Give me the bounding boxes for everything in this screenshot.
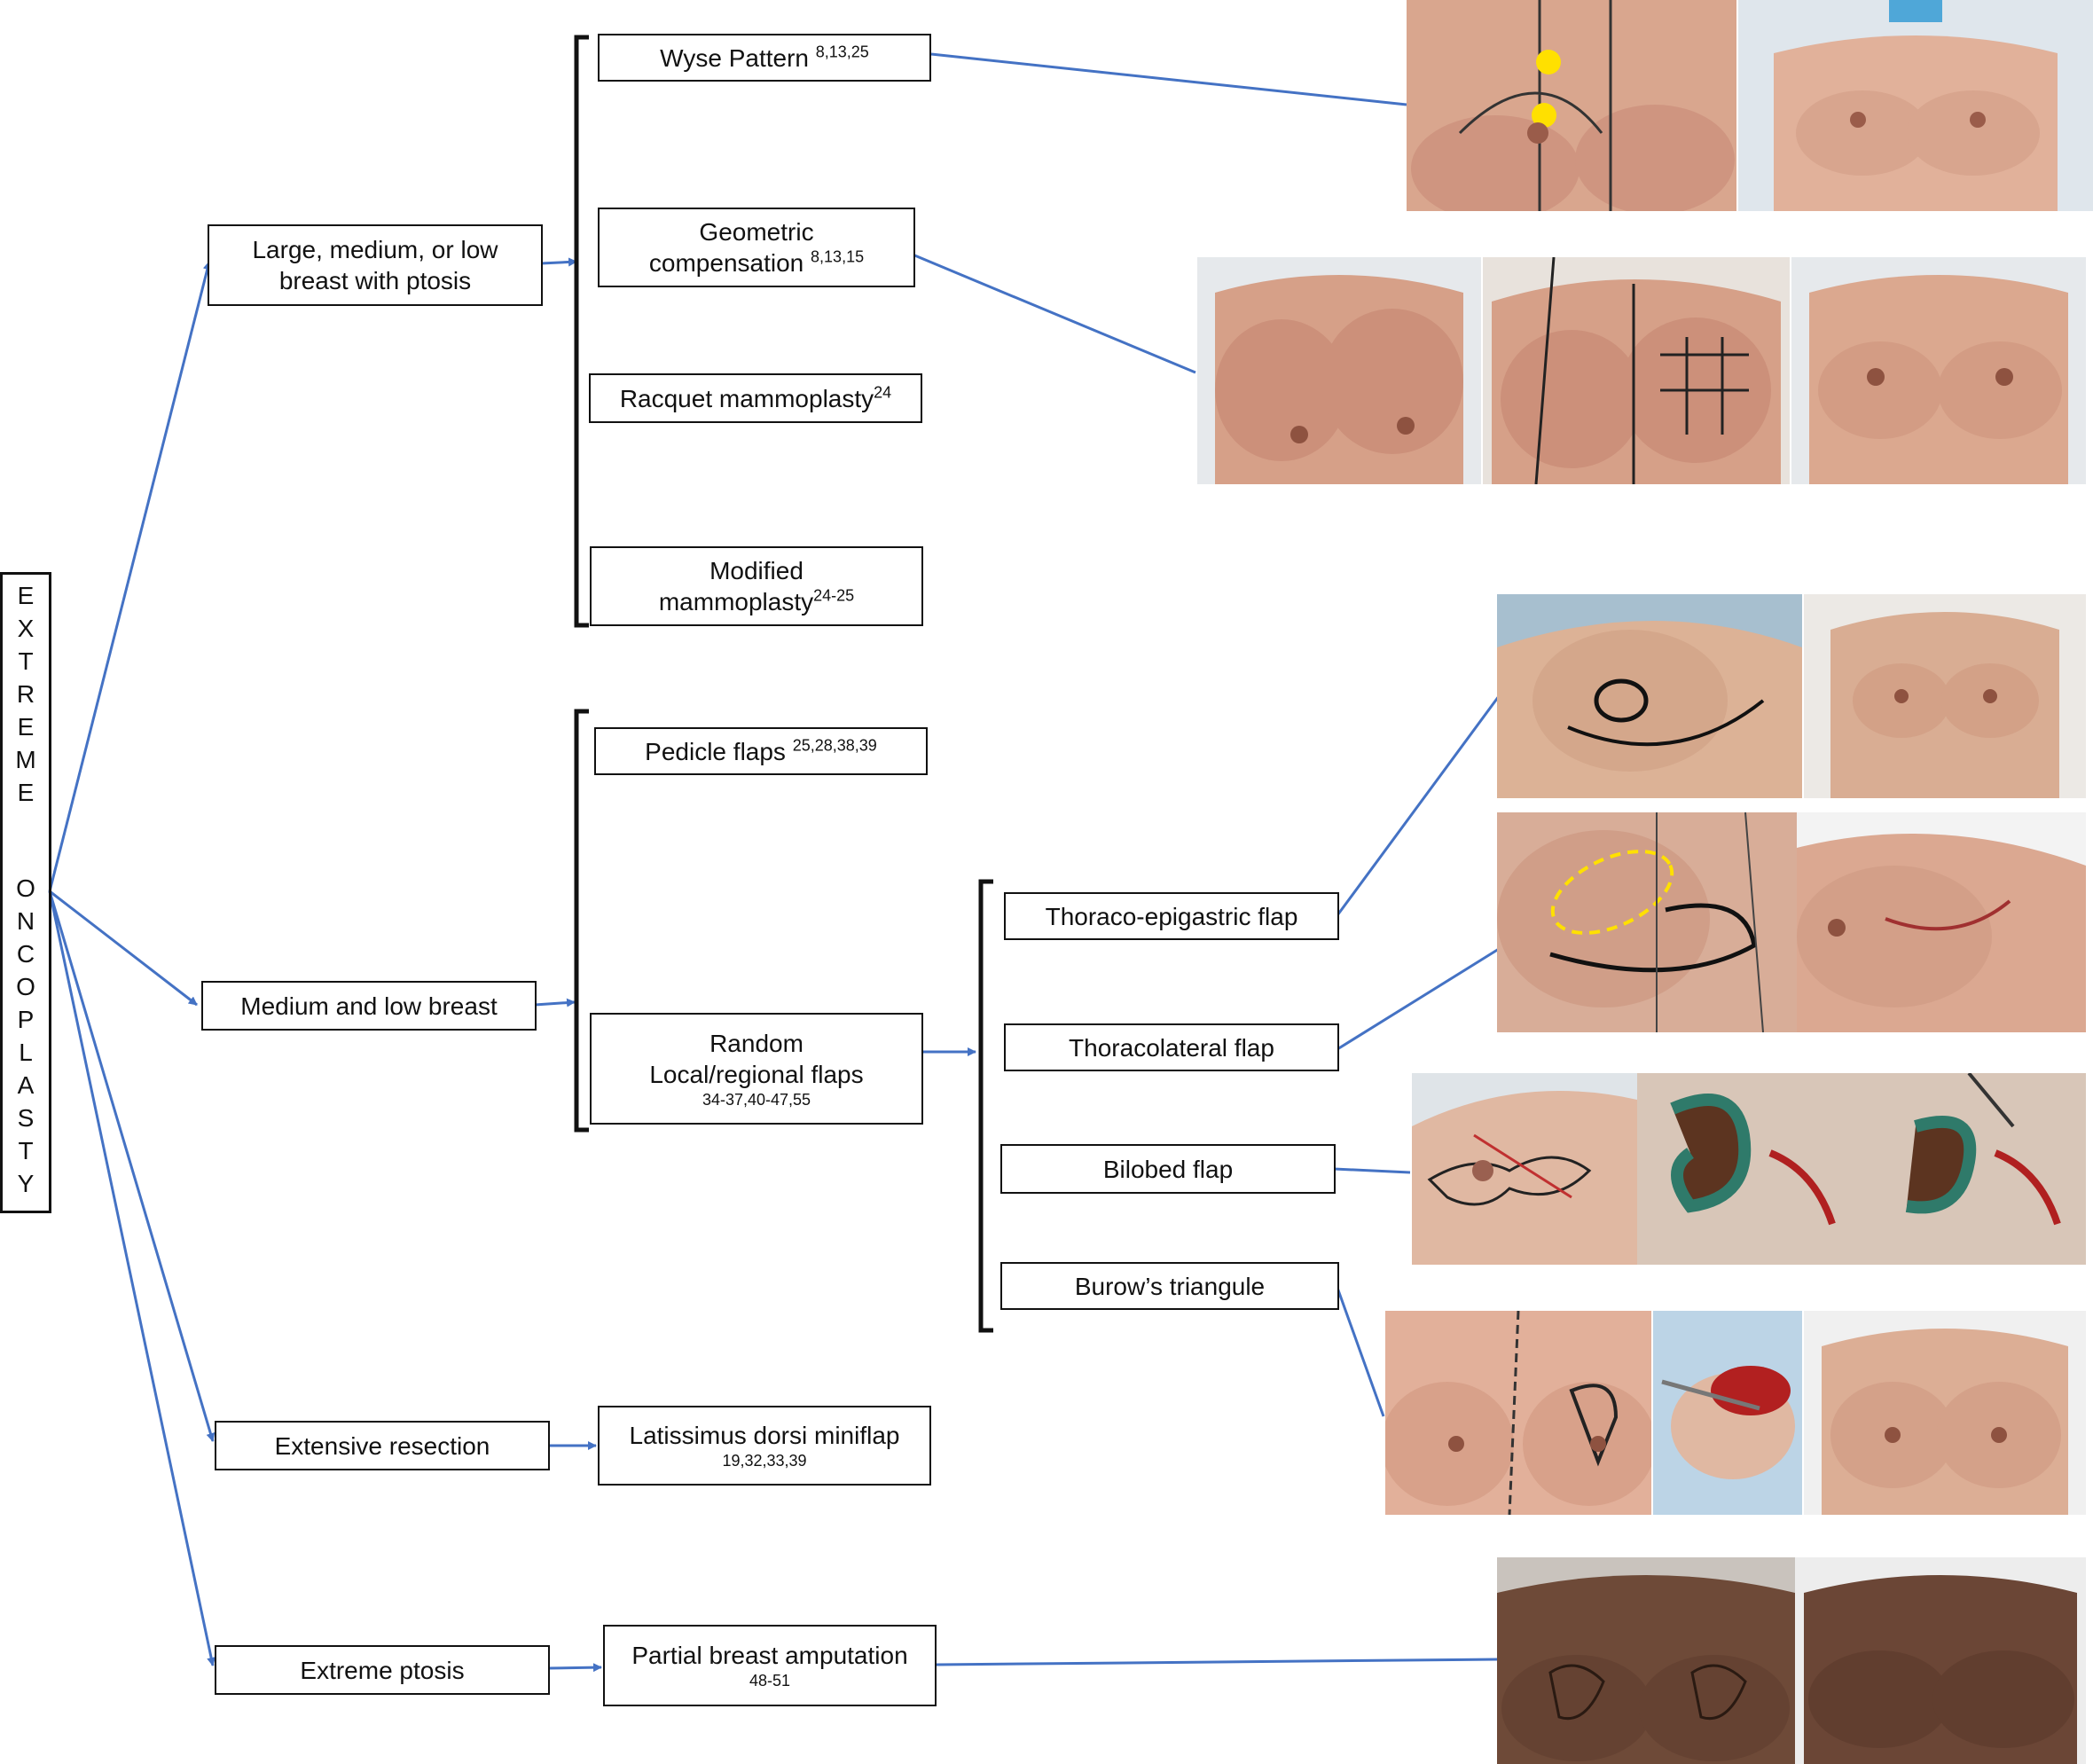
flap-label: Thoraco-epigastric flap xyxy=(1045,902,1298,930)
photo-geometric-preop xyxy=(1197,257,1481,484)
technique-refs: 24 xyxy=(874,383,892,402)
technique-geometric-compensation: Geometric compensation 8,13,15 xyxy=(598,208,915,287)
technique-label-line1: Geometric xyxy=(699,218,814,246)
technique-partial-breast-amputation: Partial breast amputation 48-51 xyxy=(603,1625,937,1706)
technique-label-line2: Local/regional flaps xyxy=(649,1060,864,1088)
technique-label: Partial breast amputation xyxy=(631,1642,908,1670)
root-letter: T xyxy=(18,647,34,675)
category-label-line2: breast with ptosis xyxy=(278,267,472,294)
photo-thoraco-epigastric-postop xyxy=(1804,594,2086,798)
photo-burow-postop xyxy=(1804,1311,2086,1515)
root-letter: L xyxy=(19,1039,33,1066)
root-letter: E xyxy=(17,713,35,741)
technique-label-line2: mammoplasty xyxy=(658,588,814,615)
photo-wyse-preop xyxy=(1407,0,1736,211)
technique-refs: 8,13,15 xyxy=(811,247,865,266)
photo-amputation-marking xyxy=(1497,1557,1795,1764)
technique-label-line1: Random xyxy=(709,1029,803,1057)
technique-pedicle-flaps: Pedicle flaps 25,28,38,39 xyxy=(594,727,928,775)
photo-burow-intraop xyxy=(1653,1311,1802,1515)
technique-label: Racquet mammoplasty xyxy=(619,384,874,412)
flap-thoraco-epigastric: Thoraco-epigastric flap xyxy=(1004,892,1339,940)
photo-wyse-postop xyxy=(1738,0,2093,211)
category-label-line1: Large, medium, or low xyxy=(252,236,498,263)
photo-geometric-postop xyxy=(1791,257,2086,484)
root-letter: O xyxy=(16,874,35,902)
root-letter: R xyxy=(16,680,35,708)
technique-refs: 19,32,33,39 xyxy=(722,1452,807,1470)
flap-bilobed: Bilobed flap xyxy=(1000,1144,1336,1194)
technique-refs: 25,28,38,39 xyxy=(792,736,877,755)
root-letter: M xyxy=(15,746,36,773)
root-extreme-oncoplasty: E X T R E M E O N C O P L A S T Y xyxy=(0,572,51,1213)
category-extensive-resection: Extensive resection xyxy=(215,1421,550,1470)
technique-label: Latissimus dorsi miniflap xyxy=(629,1422,900,1450)
technique-refs: 34-37,40-47,55 xyxy=(702,1090,811,1109)
technique-racquet-mammoplasty: Racquet mammoplasty24 xyxy=(589,373,922,423)
root-letter: O xyxy=(16,973,35,1000)
photo-bilobed-rotation xyxy=(1862,1073,2086,1265)
technique-wyse-pattern: Wyse Pattern 8,13,25 xyxy=(598,34,931,82)
photo-bilobed-marking xyxy=(1412,1073,1637,1265)
technique-refs: 48-51 xyxy=(749,1672,791,1690)
root-letter: A xyxy=(17,1071,35,1099)
technique-label: Pedicle flaps xyxy=(645,737,786,765)
photo-amputation-postop xyxy=(1795,1557,2086,1764)
flap-label: Thoracolateral flap xyxy=(1069,1033,1274,1062)
category-extreme-ptosis: Extreme ptosis xyxy=(215,1645,550,1695)
technique-refs: 8,13,25 xyxy=(815,43,869,61)
technique-label: Wyse Pattern xyxy=(660,43,809,72)
root-letter: P xyxy=(17,1006,35,1033)
flap-thoracolateral: Thoracolateral flap xyxy=(1004,1023,1339,1071)
technique-random-local-regional-flaps: Random Local/regional flaps 34-37,40-47,… xyxy=(590,1013,923,1125)
flap-label: Bilobed flap xyxy=(1102,1155,1234,1183)
root-letter: S xyxy=(17,1104,35,1132)
root-letter: N xyxy=(16,907,35,935)
category-label: Medium and low breast xyxy=(240,992,498,1020)
category-medium-and-low-breast: Medium and low breast xyxy=(201,981,537,1031)
technique-label-line1: Modified xyxy=(709,557,803,584)
technique-latissimus-dorsi-miniflap: Latissimus dorsi miniflap 19,32,33,39 xyxy=(598,1406,931,1486)
technique-refs: 24-25 xyxy=(813,586,855,605)
photo-bilobed-dissection xyxy=(1637,1073,1862,1265)
root-letter: X xyxy=(17,615,35,642)
flap-burows-triangule: Burow’s triangule xyxy=(1000,1262,1339,1310)
photo-thoracolateral-marking xyxy=(1497,812,1797,1032)
photo-burow-marking xyxy=(1385,1311,1651,1515)
photo-thoracolateral-postop xyxy=(1797,812,2086,1032)
category-large-breast-with-ptosis: Large, medium, or low breast with ptosis xyxy=(208,224,543,306)
category-label: Extreme ptosis xyxy=(300,1656,465,1684)
technique-label-line2: compensation xyxy=(648,249,804,277)
photo-thoraco-epigastric-marking xyxy=(1497,594,1802,798)
root-letter: T xyxy=(18,1137,34,1164)
root-letter: E xyxy=(17,582,35,609)
root-letter: Y xyxy=(17,1170,35,1197)
category-label: Extensive resection xyxy=(274,1431,490,1460)
photo-geometric-marking xyxy=(1483,257,1790,484)
technique-modified-mammoplasty: Modified mammoplasty24-25 xyxy=(590,546,923,626)
root-letter: E xyxy=(17,779,35,806)
flap-label: Burow’s triangule xyxy=(1074,1272,1266,1300)
root-letter: C xyxy=(16,940,35,968)
